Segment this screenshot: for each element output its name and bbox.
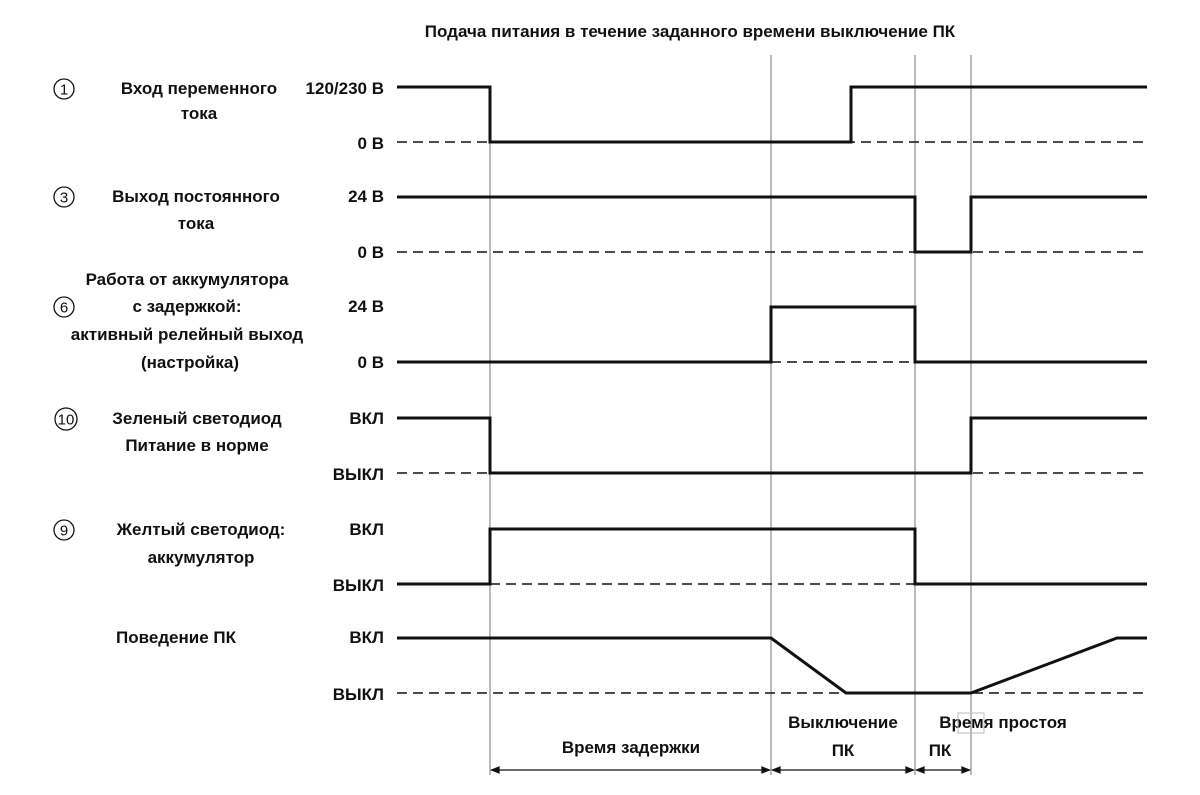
level-high-label: ВКЛ <box>349 520 384 539</box>
signal-label-line: аккумулятор <box>148 548 255 567</box>
signal-number-badge <box>53 296 75 318</box>
phase-label-idle: ПК <box>929 741 952 760</box>
signal-label-line: тока <box>181 104 218 123</box>
signal-number-badge <box>53 186 75 208</box>
phase-label-idle: Время простоя <box>939 713 1067 732</box>
signal-label-line: Желтый светодиод: <box>116 520 286 539</box>
signal-ac-input: 1 Вход переменного тока 120/230 В 0 В <box>53 78 1147 153</box>
waveform <box>397 85 1147 144</box>
signal-pc-behavior: Поведение ПК ВКЛ ВЫКЛ <box>116 628 1147 704</box>
level-low-label: 0 В <box>358 353 384 372</box>
signal-number: 10 <box>58 412 75 429</box>
signal-label-line: с задержкой: <box>132 297 241 316</box>
level-low-label: 0 В <box>358 134 384 153</box>
phase-label-artifact-box <box>957 712 985 734</box>
diagram-title: Подача питания в течение заданного време… <box>425 22 956 41</box>
level-high-label: 24 В <box>348 187 384 206</box>
level-low-label: ВЫКЛ <box>333 576 384 595</box>
signal-number-badge <box>54 407 78 431</box>
signal-label-line: Работа от аккумулятора <box>86 270 289 289</box>
phase-labels: Время задержки Выключение ПК Время прост… <box>562 712 1067 760</box>
level-low-label: ВЫКЛ <box>333 465 384 484</box>
signal-label-line: тока <box>178 214 215 233</box>
signal-number: 6 <box>60 300 68 317</box>
signal-label-line: Выход постоянного <box>112 187 280 206</box>
signal-battery-relay: Работа от аккумулятора 6 с задержкой: ак… <box>53 270 1147 372</box>
level-low-label: 0 В <box>358 243 384 262</box>
level-high-label: ВКЛ <box>349 409 384 428</box>
signal-green-led: 10 Зеленый светодиод Питание в норме ВКЛ… <box>54 407 1147 484</box>
waveform <box>397 527 1147 586</box>
signal-label-line: Питание в норме <box>125 436 268 455</box>
level-high-label: 120/230 В <box>306 79 384 98</box>
waveform <box>397 416 1147 475</box>
signal-label-line: активный релейный выход <box>71 325 304 344</box>
signal-number-badge <box>53 78 75 100</box>
level-high-label: ВКЛ <box>349 628 384 647</box>
waveform <box>397 195 1147 254</box>
signal-number: 9 <box>60 523 68 540</box>
waveform <box>397 305 1147 364</box>
level-high-label: 24 В <box>348 297 384 316</box>
signal-number-badge <box>53 519 75 541</box>
signal-label-line: (настройка) <box>141 353 239 372</box>
phase-label-shutdown: Выключение <box>788 713 898 732</box>
signal-label-line: Вход переменного <box>121 79 277 98</box>
phase-label-delay: Время задержки <box>562 738 700 757</box>
signal-number: 3 <box>60 190 68 207</box>
time-guides <box>489 55 972 775</box>
signal-label-line: Поведение ПК <box>116 628 237 647</box>
signal-dc-output: 3 Выход постоянного тока 24 В 0 В <box>53 186 1147 262</box>
signal-label-line: Зеленый светодиод <box>112 409 282 428</box>
phase-label-shutdown: ПК <box>832 741 855 760</box>
level-low-label: ВЫКЛ <box>333 685 384 704</box>
waveform <box>397 636 1147 695</box>
signal-yellow-led: 9 Желтый светодиод: аккумулятор ВКЛ ВЫКЛ <box>53 519 1147 595</box>
signal-number: 1 <box>60 82 68 99</box>
